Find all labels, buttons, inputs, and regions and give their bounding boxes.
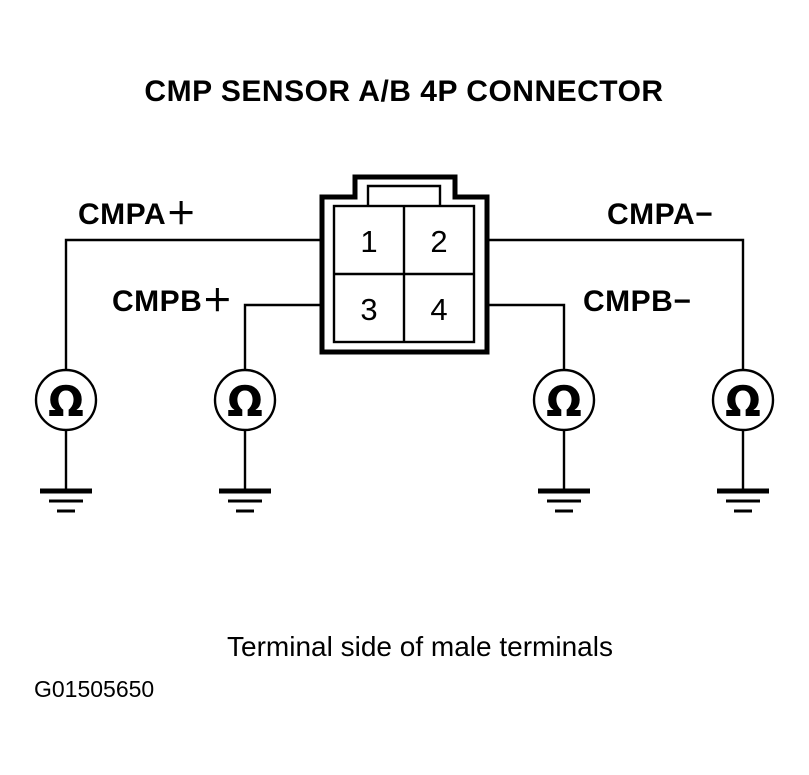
ground-icon xyxy=(219,488,271,513)
ohmmeter-icon-cmpb-minus: Ω xyxy=(532,368,596,513)
pin-number-1: 1 xyxy=(360,224,377,259)
label-cmpb-minus: CMPB− xyxy=(583,285,691,318)
omega-symbol: Ω xyxy=(725,377,761,426)
label-cmpa-minus: CMPA− xyxy=(607,198,713,231)
ground-icon xyxy=(538,488,590,513)
ground-icon xyxy=(717,488,769,513)
ohmmeter-icon-cmpa-minus: Ω xyxy=(711,368,775,513)
ohmmeter-icon-cmpa-plus: Ω xyxy=(34,368,98,513)
omega-symbol: Ω xyxy=(48,377,84,426)
terminal-grid xyxy=(332,204,476,344)
label-cmpb-plus: CMPB＋ xyxy=(112,285,233,318)
pin-number-3: 3 xyxy=(360,292,377,327)
pin-number-2: 2 xyxy=(430,224,447,259)
connector-housing xyxy=(319,174,490,355)
omega-symbol: Ω xyxy=(227,377,263,426)
wire-cmpa-minus xyxy=(487,238,745,370)
figure-code: G01505650 xyxy=(34,676,154,702)
diagram-caption: Terminal side of male terminals xyxy=(227,631,613,662)
ground-icon xyxy=(40,488,92,513)
pin-number-4: 4 xyxy=(430,292,447,327)
ohmmeter-icon-cmpb-plus: Ω xyxy=(213,368,277,513)
wire-cmpb-plus xyxy=(243,303,322,370)
label-cmpa-plus: CMPA＋ xyxy=(78,198,197,231)
wire-cmpa-plus xyxy=(64,238,322,370)
omega-symbol: Ω xyxy=(546,377,582,426)
page-title: CMP SENSOR A/B 4P CONNECTOR xyxy=(144,75,663,108)
wire-cmpb-minus xyxy=(487,303,566,370)
